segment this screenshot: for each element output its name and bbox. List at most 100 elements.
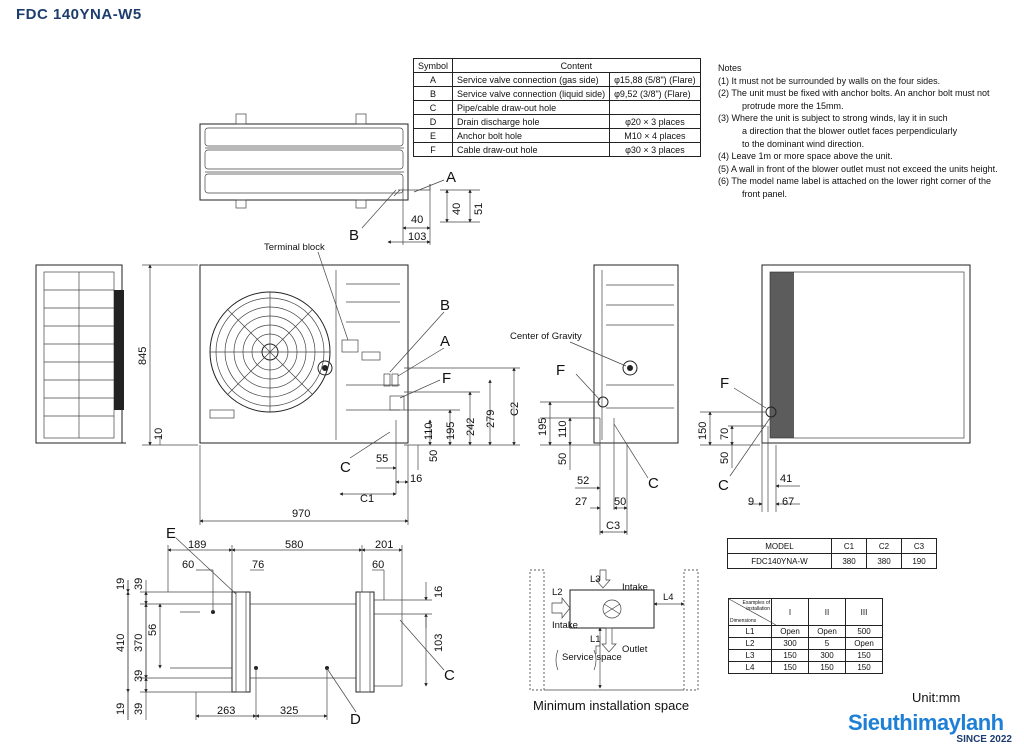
base-view: 19 39 56 410 370 39 19 39 189 580 201 60…: [115, 525, 455, 728]
example-header: II: [808, 598, 846, 626]
label-L1: L1: [590, 634, 601, 645]
label-B-top: B: [349, 227, 359, 244]
dim-60: 60: [182, 559, 194, 571]
terminal-block-label: Terminal block: [264, 242, 325, 253]
dim-195-right: 195: [537, 418, 549, 436]
label-A-front: A: [440, 333, 450, 350]
c3-cell: 190: [901, 553, 937, 569]
dim-970: 970: [292, 508, 310, 520]
cell: 150: [845, 649, 883, 662]
unit-label: Unit:mm: [912, 690, 961, 705]
label-F-right: F: [556, 362, 565, 379]
label-F-rear: F: [720, 375, 729, 392]
dim-242: 242: [465, 418, 477, 436]
note-line: protrude more the 15mm.: [742, 100, 844, 111]
table-row: FDC140YNA-W 380 380 190: [727, 553, 937, 569]
examples-table: Examples of installation Dimensions I II…: [728, 598, 883, 674]
dim-76: 76: [252, 559, 264, 571]
corner-cell: Examples of installation Dimensions: [728, 598, 772, 626]
dim-201: 201: [375, 539, 393, 551]
dim-279: 279: [485, 410, 497, 428]
dim-845: 845: [137, 347, 149, 365]
corner-bottom-label: Dimensions: [730, 618, 757, 624]
brand-name: Sieuthimaylanh: [848, 710, 1004, 735]
dim-103-base: 103: [433, 634, 445, 652]
spec-cell: φ30 × 3 places: [609, 142, 701, 157]
label-L3: L3: [590, 574, 601, 585]
cell: 150: [771, 649, 809, 662]
dim-41: 41: [780, 473, 792, 485]
brand-since: SINCE 2022: [956, 734, 1012, 745]
install-space-diagram: L3 Intake L2 Intake L4 Outlet L1 Service…: [529, 569, 699, 713]
dim-195: 195: [445, 422, 457, 440]
cell: 5: [808, 637, 846, 650]
dim-52: 52: [577, 475, 589, 487]
dim-39-top: 39: [133, 578, 145, 590]
dim-263: 263: [217, 705, 235, 717]
notes: Notes (1) It must not be surrounded by w…: [718, 62, 1018, 201]
cell: 300: [771, 637, 809, 650]
cell: L4: [728, 661, 772, 674]
dim-50-right: 50: [557, 453, 569, 465]
dim-51: 51: [473, 203, 485, 215]
cell: 150: [771, 661, 809, 674]
label-L2: L2: [552, 587, 563, 598]
dim-50-front: 50: [428, 450, 440, 462]
dim-56: 56: [147, 624, 159, 636]
dim-103: 103: [408, 231, 426, 243]
label-L4: L4: [663, 592, 674, 603]
dim-50b-right: 50: [614, 496, 626, 508]
note-line: to the dominant wind direction.: [742, 138, 865, 149]
label-C-rear: C: [718, 477, 729, 494]
page-title: FDC 140YNA-W5: [16, 6, 142, 23]
label-D-base: D: [350, 711, 361, 728]
c2-cell: 380: [866, 553, 902, 569]
top-view: 40 103 40 51 A B: [199, 113, 485, 245]
service-space-label: Service space: [562, 652, 622, 663]
dim-10: 10: [153, 428, 165, 440]
note-line: (5) A wall in front of the blower outlet…: [718, 163, 998, 174]
left-side-view: [35, 264, 126, 444]
note-line: (1) It must not be surrounded by walls o…: [718, 75, 941, 86]
note-line: (2) The unit must be fixed with anchor b…: [718, 88, 990, 99]
dim-410: 410: [115, 634, 127, 652]
front-view: 845 10 Terminal block: [137, 242, 521, 525]
dim-27: 27: [575, 496, 587, 508]
dim-c2: C2: [509, 402, 521, 416]
dim-70: 70: [719, 428, 731, 440]
dim-c3: C3: [606, 520, 620, 532]
cell: Open: [808, 625, 846, 638]
label-F-front: F: [442, 370, 451, 387]
dim-39-mid: 39: [133, 670, 145, 682]
outlet-label: Outlet: [622, 644, 648, 655]
model-header: MODEL: [727, 538, 832, 554]
dim-580: 580: [285, 539, 303, 551]
dim-55: 55: [376, 453, 388, 465]
dim-40b: 40: [451, 203, 463, 215]
cell: L1: [728, 625, 772, 638]
note-line: front panel.: [742, 188, 788, 199]
c2-header: C2: [866, 538, 902, 554]
label-C-front: C: [340, 459, 351, 476]
corner-top-label: Examples of installation: [742, 600, 770, 612]
symbol-cell: F: [412, 142, 454, 157]
model-table: MODEL C1 C2 C3 FDC140YNA-W 380 380 190: [727, 538, 937, 569]
intake-label-top: Intake: [622, 582, 648, 593]
dim-c1: C1: [360, 493, 374, 505]
brand-logo: Sieuthimaylanh SINCE 2022: [848, 710, 1018, 748]
intake-label-left: Intake: [552, 620, 578, 631]
min-install-label: Minimum installation space: [533, 698, 689, 713]
label-E-base: E: [166, 525, 176, 542]
dim-110-right: 110: [557, 420, 569, 438]
note-line: (6) The model name label is attached on …: [718, 176, 991, 187]
dim-60b: 60: [372, 559, 384, 571]
model-cell: FDC140YNA-W: [727, 553, 832, 569]
dim-19-top: 19: [115, 578, 127, 590]
dim-40: 40: [411, 214, 423, 226]
dim-67: 67: [782, 496, 794, 508]
